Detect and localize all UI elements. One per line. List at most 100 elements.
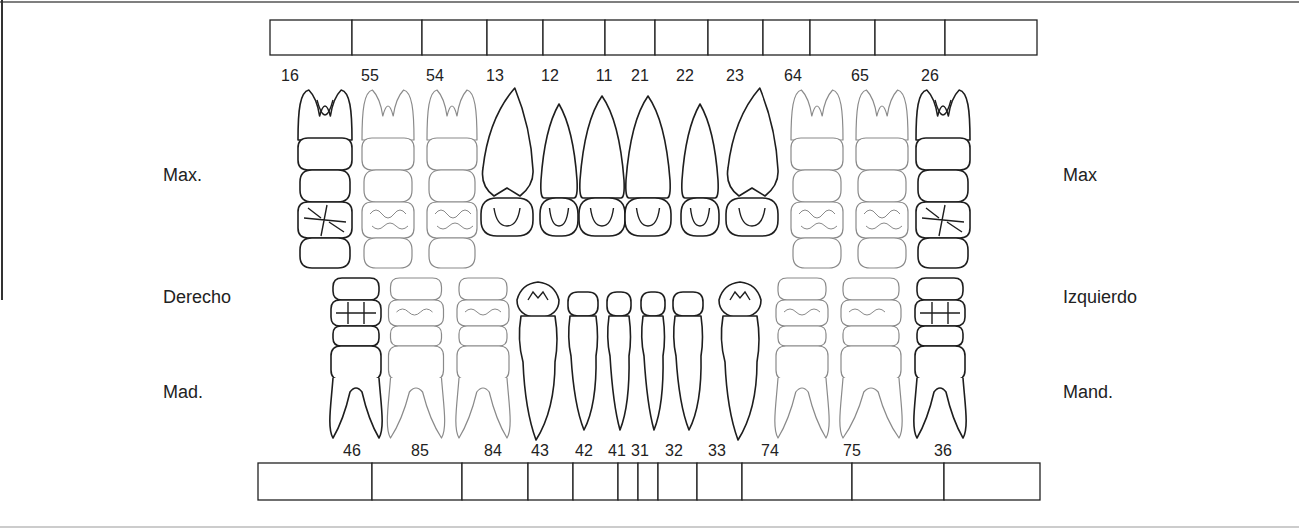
tooth-root <box>674 316 703 430</box>
tooth-root <box>569 316 598 430</box>
tooth-fissure <box>864 210 902 229</box>
tooth-lingual <box>481 198 533 236</box>
tooth-root <box>856 90 908 140</box>
tooth-crown <box>364 238 412 268</box>
tooth-crown <box>916 138 970 170</box>
tooth-occlusal <box>389 300 444 326</box>
tooth-incisal <box>607 292 631 316</box>
tooth-incisal <box>719 282 761 318</box>
tooth-occlusal <box>915 300 965 326</box>
tooth-root <box>427 90 477 140</box>
frame-line <box>0 526 1299 528</box>
tooth-crown <box>457 346 509 380</box>
tooth-crown <box>391 278 442 300</box>
tooth-occlusal <box>298 202 352 238</box>
tooth-detail <box>317 100 333 115</box>
record-box <box>352 20 422 55</box>
tooth-root <box>791 90 843 140</box>
record-box <box>618 463 638 500</box>
tooth-fissure <box>304 205 346 236</box>
tooth-number: 32 <box>665 443 683 459</box>
side-label: Mand. <box>1063 383 1113 401</box>
tooth-crown <box>778 278 826 300</box>
record-box <box>697 463 742 500</box>
tooth-number: 46 <box>343 443 361 459</box>
frame-line <box>1 0 3 300</box>
tooth-root <box>642 316 665 430</box>
tooth-root <box>456 378 510 438</box>
tooth-number: 23 <box>726 68 744 84</box>
tooth-occlusal <box>776 300 828 326</box>
tooth-lingual <box>681 198 719 236</box>
tooth-crown <box>856 138 908 170</box>
record-box <box>372 463 462 500</box>
tooth-lingual <box>625 198 671 236</box>
tooth-fissure <box>920 302 960 324</box>
tooth-detail <box>730 292 750 300</box>
tooth-number: 13 <box>486 68 504 84</box>
tooth-number: 74 <box>761 443 779 459</box>
tooth-crown <box>915 346 965 380</box>
tooth-occlusal <box>331 300 381 326</box>
side-label: Mad. <box>163 383 203 401</box>
tooth-crown <box>429 170 475 202</box>
tooth-cingulum <box>739 208 765 226</box>
tooth-crown <box>843 278 899 300</box>
tooth-number: 33 <box>708 443 726 459</box>
record-box <box>543 20 605 55</box>
tooth-root <box>330 378 382 438</box>
record-box <box>462 463 528 500</box>
tooth-incisal <box>568 292 598 316</box>
tooth-number: 64 <box>784 68 802 84</box>
tooth-root <box>721 316 759 440</box>
record-box <box>763 20 810 55</box>
tooth-crown <box>793 238 841 268</box>
tooth-crown <box>727 88 778 196</box>
tooth-root <box>362 90 414 140</box>
tooth-number: 36 <box>934 443 952 459</box>
tooth-crown <box>793 170 841 202</box>
tooth-number: 54 <box>426 68 444 84</box>
record-box <box>270 20 352 55</box>
side-label: Max. <box>163 166 202 184</box>
record-box <box>487 20 543 55</box>
record-box <box>945 20 1037 55</box>
tooth-number: 85 <box>411 443 429 459</box>
tooth-crown <box>459 326 507 346</box>
tooth-crown <box>298 138 352 170</box>
tooth-crown <box>917 278 963 300</box>
tooth-fissure <box>784 309 820 315</box>
tooth-crown <box>791 138 843 170</box>
tooth-number: 65 <box>851 68 869 84</box>
record-box <box>422 20 487 55</box>
tooth-crown <box>843 326 899 346</box>
tooth-occlusal <box>916 202 970 238</box>
tooth-number: 26 <box>921 68 939 84</box>
tooth-incisal <box>517 282 559 318</box>
tooth-crown <box>858 170 906 202</box>
tooth-number: 41 <box>608 443 626 459</box>
tooth-fissure <box>435 210 473 229</box>
tooth-fissure <box>799 210 837 229</box>
tooth-occlusal <box>427 202 477 238</box>
side-label: Max <box>1063 166 1097 184</box>
tooth-crown <box>389 346 444 380</box>
tooth-lingual <box>726 198 778 236</box>
tooth-detail <box>528 292 548 300</box>
tooth-incisal <box>641 292 665 316</box>
tooth-number: 42 <box>575 443 593 459</box>
tooth-root <box>608 316 631 430</box>
record-box <box>944 463 1040 500</box>
record-box <box>655 20 708 55</box>
tooth-number: 21 <box>631 68 649 84</box>
tooth-fissure <box>397 309 433 315</box>
tooth-number: 43 <box>531 443 549 459</box>
tooth-cingulum <box>591 208 614 226</box>
tooth-crown <box>776 346 828 380</box>
record-box <box>875 20 945 55</box>
tooth-crown <box>841 346 901 380</box>
tooth-crown <box>918 170 968 202</box>
side-label: Izquierdo <box>1063 288 1137 306</box>
tooth-cingulum <box>494 208 520 226</box>
